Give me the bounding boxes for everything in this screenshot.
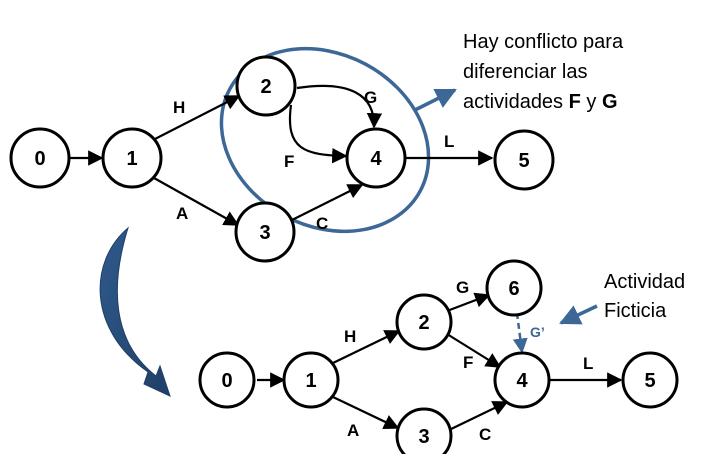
edge-f bbox=[288, 104, 348, 164]
svg-text:6: 6 bbox=[508, 278, 519, 300]
edge-h bbox=[152, 95, 241, 141]
top-network: H G F A C L 0 1 2 3 4 5 bbox=[9, 46, 555, 263]
node-b-2: 2 bbox=[395, 293, 453, 351]
edge-b-a bbox=[332, 396, 400, 429]
dummy-pointer-arrow-icon bbox=[559, 304, 598, 325]
node-1: 1 bbox=[101, 127, 163, 189]
svg-text:0: 0 bbox=[221, 370, 232, 392]
edge-label-b-dummy: G’ bbox=[530, 324, 545, 340]
svg-text:0: 0 bbox=[34, 148, 45, 170]
svg-text:5: 5 bbox=[518, 150, 529, 172]
edge-label-b-h: H bbox=[344, 327, 356, 346]
node-4: 4 bbox=[345, 127, 407, 189]
node-0: 0 bbox=[9, 127, 71, 189]
edge-label-f: F bbox=[284, 152, 294, 171]
transform-arrow-icon bbox=[99, 226, 171, 397]
svg-text:1: 1 bbox=[126, 148, 137, 170]
edge-label-l: L bbox=[444, 132, 454, 151]
conflict-note-line2: diferenciar las bbox=[463, 61, 588, 83]
edge-g bbox=[296, 84, 383, 129]
node-5: 5 bbox=[493, 129, 555, 191]
svg-text:2: 2 bbox=[418, 312, 429, 334]
edge-b-h bbox=[332, 330, 401, 364]
bottom-network: H G F A C L G’ 0 1 2 3 4 5 bbox=[198, 259, 679, 454]
dummy-note-line2: Ficticia bbox=[604, 300, 667, 322]
node-b-0: 0 bbox=[198, 351, 256, 409]
edge-b-dummy bbox=[512, 312, 528, 354]
dummy-note-line1: Actividad bbox=[604, 271, 685, 293]
svg-text:5: 5 bbox=[644, 370, 655, 392]
edge-label-b-l: L bbox=[583, 354, 593, 373]
node-b-3: 3 bbox=[395, 407, 453, 454]
edge-label-c: C bbox=[316, 214, 328, 233]
edge-label-b-g: G bbox=[456, 278, 469, 297]
node-b-4: 4 bbox=[493, 351, 551, 409]
node-2: 2 bbox=[235, 55, 297, 117]
node-b-5: 5 bbox=[621, 351, 679, 409]
svg-text:3: 3 bbox=[259, 222, 270, 244]
edge-c bbox=[291, 184, 364, 221]
svg-text:1: 1 bbox=[305, 370, 316, 392]
edge-label-b-f: F bbox=[463, 353, 473, 372]
edge-b-c bbox=[448, 401, 509, 431]
edge-label-b-a: A bbox=[347, 421, 359, 440]
edge-label-h: H bbox=[173, 98, 185, 117]
node-b-6: 6 bbox=[485, 259, 543, 317]
svg-text:4: 4 bbox=[370, 148, 382, 170]
conflict-note-line1: Hay conflicto para bbox=[463, 31, 624, 53]
dummy-note: Actividad Ficticia bbox=[604, 271, 685, 322]
svg-text:3: 3 bbox=[418, 426, 429, 448]
edge-label-a: A bbox=[176, 204, 188, 223]
edge-label-g: G bbox=[364, 88, 377, 107]
edge-b-g bbox=[446, 292, 491, 313]
edge-a bbox=[153, 177, 240, 226]
edge-b-f bbox=[446, 333, 502, 368]
svg-text:4: 4 bbox=[516, 370, 528, 392]
edge-label-b-c: C bbox=[479, 425, 491, 444]
conflict-note: Hay conflicto para diferenciar las activ… bbox=[463, 31, 624, 113]
pointer-arrow-icon bbox=[414, 88, 457, 112]
node-3: 3 bbox=[234, 201, 296, 263]
svg-text:2: 2 bbox=[260, 76, 271, 98]
conflict-note-line3: actividades F y G bbox=[463, 91, 618, 113]
node-b-1: 1 bbox=[282, 351, 340, 409]
